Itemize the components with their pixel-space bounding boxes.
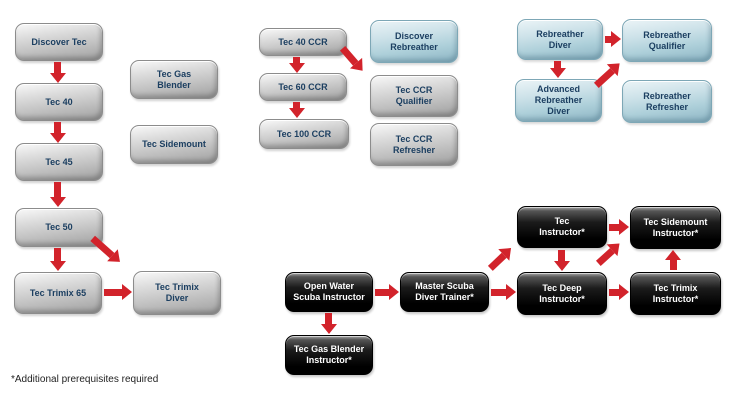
- node-tec-gas-blender-instructor: Tec Gas Blender Instructor*: [285, 335, 373, 375]
- arrow-shaft: [54, 248, 62, 261]
- node-label-rebreather-qualifier: Rebreather Qualifier: [643, 29, 691, 51]
- node-label-tec-trimix-65: Tec Trimix 65: [29, 287, 87, 298]
- arrow-head-icon: [665, 250, 681, 260]
- arrow-head-icon: [611, 31, 621, 47]
- arrow-shaft: [554, 61, 562, 68]
- arrow-head-icon: [289, 63, 305, 73]
- arrow-advanced-rebreather-diver-to-rebreather-qualifier: [593, 57, 626, 88]
- node-label-rebreather-diver: Rebreather Diver: [536, 28, 584, 50]
- arrow-shaft: [558, 250, 566, 261]
- node-label-rebreather-refresher: Rebreather Refresher: [643, 90, 691, 112]
- arrow-shaft: [609, 223, 619, 231]
- node-label-tec-gas-blender: Tec Gas Blender: [156, 68, 192, 90]
- arrow-head-icon: [321, 324, 337, 334]
- node-label-tec-sidemount: Tec Sidemount: [142, 139, 206, 150]
- arrow-head-icon: [50, 261, 66, 271]
- node-tec-sidemount: Tec Sidemount: [130, 125, 218, 164]
- arrow-shaft: [54, 182, 62, 197]
- node-label-tec-deep-instructor: Tec Deep Instructor*: [539, 282, 585, 304]
- arrow-shaft: [104, 288, 122, 296]
- arrow-head-icon: [619, 284, 629, 300]
- node-label-tec-45: Tec 45: [45, 156, 73, 167]
- arrow-head-icon: [389, 284, 399, 300]
- node-tec-40: Tec 40: [15, 83, 103, 121]
- node-label-master-scuba-diver-trainer: Master Scuba Diver Trainer*: [415, 281, 474, 302]
- node-tec-sidemount-instructor: Tec Sidemount Instructor*: [630, 206, 721, 249]
- arrow-head-icon: [50, 133, 66, 143]
- node-rebreather-diver: Rebreather Diver: [517, 19, 603, 60]
- arrow-shaft: [375, 288, 389, 296]
- node-label-open-water-scuba-instructor: Open Water Scuba Instructor: [293, 281, 365, 302]
- node-label-tec-60-ccr: Tec 60 CCR: [278, 81, 328, 92]
- arrow-tec-50-to-tec-trimix-diver: [90, 235, 126, 268]
- node-label-tec-ccr-qualifier: Tec CCR Qualifier: [395, 85, 433, 106]
- node-label-tec-100-ccr: Tec 100 CCR: [276, 128, 332, 139]
- arrow-shaft: [593, 67, 615, 88]
- footnote-text: *Additional prerequisites required: [11, 374, 159, 385]
- node-advanced-rebreather-diver: Advanced Rebreather Diver: [515, 79, 602, 122]
- arrow-head-icon: [50, 197, 66, 207]
- arrow-shaft: [605, 35, 611, 43]
- node-discover-tec: Discover Tec: [15, 23, 103, 61]
- arrow-head-icon: [289, 108, 305, 118]
- node-label-tec-40: Tec 40: [45, 96, 73, 107]
- arrow-shaft: [609, 288, 619, 296]
- arrow-shaft: [54, 122, 62, 133]
- arrow-head-icon: [122, 284, 132, 300]
- node-label-tec-gas-blender-instructor: Tec Gas Blender Instructor*: [293, 344, 365, 365]
- arrow-shaft: [669, 260, 677, 270]
- arrow-shaft: [54, 62, 62, 73]
- node-label-discover-rebreather: Discover Rebreather: [390, 30, 438, 52]
- node-label-tec-50: Tec 50: [45, 222, 73, 233]
- node-tec-trimix-diver: Tec Trimix Diver: [133, 271, 221, 315]
- node-tec-gas-blender: Tec Gas Blender: [130, 60, 218, 99]
- node-tec-instructor: Tec Instructor*: [517, 206, 607, 248]
- node-label-tec-trimix-diver: Tec Trimix Diver: [155, 282, 199, 303]
- node-tec-50: Tec 50: [15, 208, 103, 247]
- node-label-tec-sidemount-instructor: Tec Sidemount Instructor*: [643, 216, 708, 238]
- node-rebreather-qualifier: Rebreather Qualifier: [622, 19, 712, 62]
- arrow-shaft: [325, 313, 333, 324]
- node-tec-ccr-refresher: Tec CCR Refresher: [370, 123, 458, 166]
- node-label-tec-trimix-instructor: Tec Trimix Instructor*: [652, 282, 699, 304]
- arrow-master-scuba-diver-trainer-to-tec-instructor: [487, 242, 517, 271]
- node-label-discover-tec: Discover Tec: [31, 36, 87, 47]
- node-label-tec-instructor: Tec Instructor*: [539, 216, 585, 237]
- node-tec-trimix-instructor: Tec Trimix Instructor*: [630, 272, 721, 315]
- arrow-head-icon: [554, 261, 570, 271]
- arrow-shaft: [491, 288, 506, 296]
- node-label-advanced-rebreather-diver: Advanced Rebreather Diver: [534, 84, 583, 116]
- arrow-head-icon: [50, 73, 66, 83]
- node-tec-40-ccr: Tec 40 CCR: [259, 28, 347, 56]
- arrow-head-icon: [550, 68, 566, 78]
- arrow-head-icon: [619, 219, 629, 235]
- node-label-tec-ccr-refresher: Tec CCR Refresher: [392, 133, 436, 155]
- node-discover-rebreather: Discover Rebreather: [370, 20, 458, 63]
- node-tec-100-ccr: Tec 100 CCR: [259, 119, 349, 149]
- node-open-water-scuba-instructor: Open Water Scuba Instructor: [285, 272, 373, 312]
- node-rebreather-refresher: Rebreather Refresher: [622, 80, 712, 123]
- node-master-scuba-diver-trainer: Master Scuba Diver Trainer*: [400, 272, 489, 312]
- node-tec-ccr-qualifier: Tec CCR Qualifier: [370, 75, 458, 117]
- arrow-tec-40-ccr-to-tec-ccr-qualifier: [340, 45, 369, 76]
- node-label-tec-40-ccr: Tec 40 CCR: [278, 36, 328, 47]
- node-tec-trimix-65: Tec Trimix 65: [14, 272, 102, 314]
- node-tec-45: Tec 45: [15, 143, 103, 181]
- node-tec-deep-instructor: Tec Deep Instructor*: [517, 272, 607, 315]
- node-tec-60-ccr: Tec 60 CCR: [259, 73, 347, 101]
- arrow-head-icon: [506, 284, 516, 300]
